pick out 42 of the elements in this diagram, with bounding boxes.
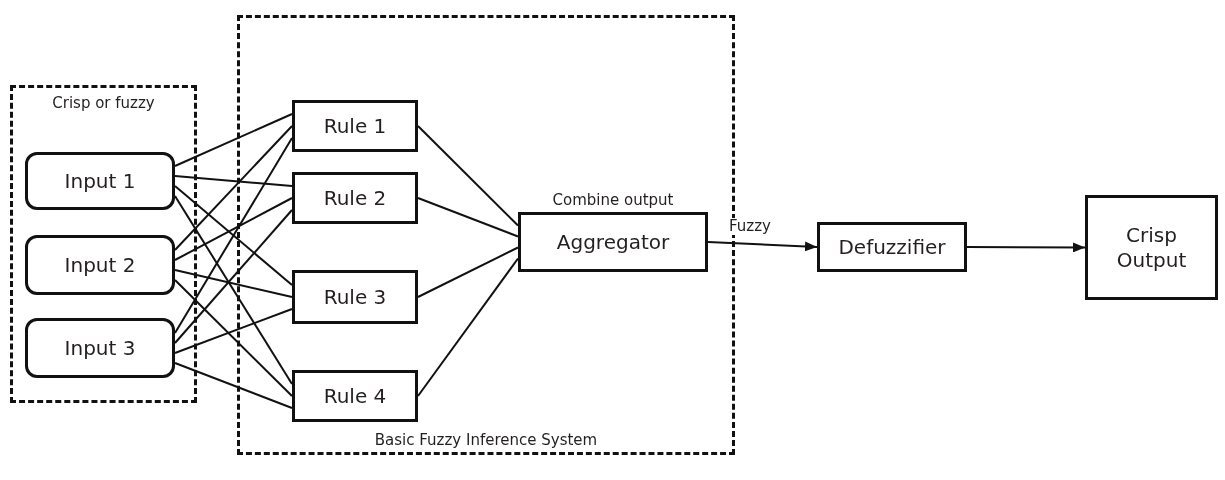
rounded-input-box <box>25 152 175 210</box>
box-label: Rule 2 <box>323 185 387 211</box>
connector-line <box>417 125 519 227</box>
process-box <box>292 270 418 324</box>
connector-line <box>417 246 519 298</box>
connector-line <box>174 137 293 334</box>
connector-line <box>417 197 519 238</box>
box-label: Defuzzifier <box>838 234 946 260</box>
arrow <box>707 241 818 252</box>
connector-line <box>174 185 293 286</box>
connector-line <box>174 113 293 167</box>
connector-line <box>174 362 293 409</box>
rounded-input-box <box>25 235 175 295</box>
connector-line <box>174 195 293 385</box>
edge-label: Fuzzy <box>728 218 772 235</box>
annotation-text: Combine output <box>551 191 675 209</box>
connector-line <box>174 175 293 187</box>
box-label: Crisp Output <box>1115 222 1188 273</box>
process-box <box>292 370 418 422</box>
connector-line <box>174 308 293 354</box>
box-label: Rule 4 <box>323 383 387 409</box>
arrow <box>966 242 1086 253</box>
box-label: Rule 1 <box>323 113 387 139</box>
box-label: Input 1 <box>64 168 136 194</box>
box-label: Input 3 <box>64 335 136 361</box>
process-box <box>817 222 967 272</box>
process-box <box>292 100 418 152</box>
group-title: Crisp or fuzzy <box>51 94 156 112</box>
connector-line <box>174 209 293 344</box>
process-box <box>292 172 418 224</box>
dashed-group-box <box>10 85 197 403</box>
box-label: Rule 3 <box>323 284 387 310</box>
rounded-input-box <box>25 318 175 378</box>
process-box <box>1085 195 1218 300</box>
connector-line <box>174 269 293 298</box>
box-label: Aggregator <box>556 229 670 255</box>
connector-line <box>174 197 293 261</box>
group-title: Basic Fuzzy Inference System <box>373 431 599 449</box>
connector-line <box>417 257 519 397</box>
connector-line <box>174 125 293 251</box>
box-label: Input 2 <box>64 252 136 278</box>
connector-line <box>174 279 293 397</box>
